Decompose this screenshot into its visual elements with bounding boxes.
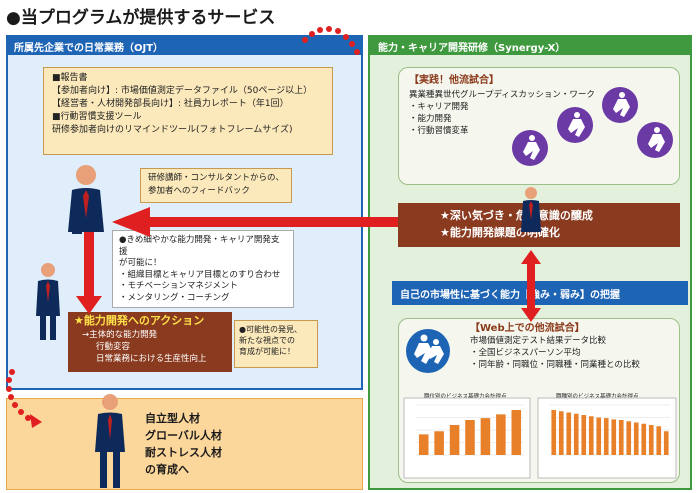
dotted-connector-bottom xyxy=(6,369,42,428)
synergy-panel-header: 能力・キャリア開発研修（Synergy-X） xyxy=(368,35,692,55)
practice-heading: 【実践！他流試合】 xyxy=(409,75,499,86)
outcome-line: グローバル人材 xyxy=(145,429,222,442)
report-line: 【経営者・人材開発部長向け】: 社員力レポート（年1回） xyxy=(52,99,289,109)
report-box: ■報告書 【参加者向け】: 市場価値測定データファイル（50ページ以上） 【経営… xyxy=(43,67,333,155)
chart-1-bar xyxy=(449,425,460,455)
report-line: 【参加者向け】: 市場価値測定データファイル（50ページ以上） xyxy=(52,86,313,96)
practice-line: ・キャリア開発 xyxy=(409,102,469,112)
feedback-line: 参加者へのフィードバック xyxy=(148,186,250,196)
outcome-line: 自立型人材 xyxy=(145,412,200,425)
chart-1-bar xyxy=(496,414,506,455)
chart-2-bar xyxy=(611,419,617,455)
chart-2-bar xyxy=(626,421,632,455)
chart-2-bar xyxy=(581,415,587,455)
support-line: が可能に！ xyxy=(119,258,162,268)
chart-2-bar xyxy=(656,426,662,455)
chart-2-title: 職種別のビジネス基礎力会計得点 xyxy=(556,394,639,400)
support-box: ●きめ細やかな能力開発・キャリア開発支援 が可能に！ ・組織目標とキャリア目標と… xyxy=(112,230,294,308)
chart-2-bar xyxy=(618,420,624,455)
chart-1-bar xyxy=(511,410,522,455)
chart-2-bar xyxy=(596,417,602,455)
page-title: ●当プログラムが提供するサービス xyxy=(6,8,276,28)
web-heading: 【Web上での他流試合】 xyxy=(470,323,585,334)
double-arrow xyxy=(521,250,541,322)
web-line: ・全国ビジネスパーソン平均 xyxy=(470,348,581,358)
report-line: ■報告書 xyxy=(52,73,88,83)
chart-2-bar xyxy=(603,418,609,455)
practice-line: ・能力開発 xyxy=(409,114,452,124)
feedback-line: 研修講師・コンサルタントからの、 xyxy=(148,173,285,183)
practice-box: 【実践！他流試合】 異業種異世代グループディスカッション・ワーク ・キャリア開発… xyxy=(398,67,680,185)
possibility-line: ●可能性の発見、 xyxy=(239,325,302,334)
chart-2-bar xyxy=(641,423,647,455)
ojt-panel-header: 所属先企業での日常業務（OJT） xyxy=(6,35,363,55)
chart-1-bar xyxy=(480,418,491,455)
talent-figure xyxy=(95,394,125,488)
market-box: 自己の市場性に基づく能力【強み・弱み】の把握 xyxy=(392,281,688,305)
dotted-connector-top xyxy=(302,26,360,55)
web-text: 【Web上での他流試合】 市場価値測定テスト結果データ比較 ・全国ビジネスパーソ… xyxy=(470,323,640,371)
feedback-arrow xyxy=(112,207,398,237)
action-line: →主体的な能力開発 xyxy=(82,330,158,340)
report-line: ■行動習慣支援ツール xyxy=(52,112,142,122)
chart-1-bar xyxy=(434,431,444,455)
participant-figure xyxy=(521,187,541,232)
outcome-text: 自立型人材 グローバル人材 耐ストレス人材 の育成へ xyxy=(145,410,222,478)
chart-2-bar xyxy=(573,413,579,455)
chart-2-bar xyxy=(648,425,654,455)
web-runner-icon xyxy=(406,329,450,373)
support-line: ・メンタリング・コーチング xyxy=(119,292,230,303)
employee-figure xyxy=(36,263,60,340)
feedback-box: 研修講師・コンサルタントからの、 参加者へのフィードバック xyxy=(140,168,292,203)
possibility-line: 新たな視点での xyxy=(239,336,295,345)
chart-2 xyxy=(550,404,670,456)
action-box: ★能力開発へのアクション →主体的な能力開発 行動変容 日常業務における生産性向… xyxy=(68,312,232,372)
practice-line: 異業種異世代グループディスカッション・ワーク xyxy=(409,90,595,100)
web-line: ・同年齢・同職位・同職種・同業種との比較 xyxy=(470,360,640,370)
action-line: 行動変容 xyxy=(96,342,131,352)
manager-figure xyxy=(68,165,104,234)
down-arrow xyxy=(76,232,102,314)
support-line: ・組織目標とキャリア目標とのすり合わせ xyxy=(119,269,281,280)
chart-1 xyxy=(416,404,524,456)
outcome-line: 耐ストレス人材 xyxy=(145,446,222,459)
chart-2-bar xyxy=(551,410,557,455)
chart-1-title: 職位別のビジネス基礎力会計得点 xyxy=(424,394,507,400)
chart-2-bar xyxy=(566,412,572,455)
practice-line: ・行動習慣変革 xyxy=(409,126,469,136)
support-line: ●きめ細やかな能力開発・キャリア開発支援 xyxy=(119,235,280,257)
action-line: 日常業務における生産性向上 xyxy=(96,354,207,364)
outcome-line: の育成へ xyxy=(145,463,189,476)
chart-2-bar xyxy=(588,416,594,455)
possibility-box: ●可能性の発見、 新たな視点での 育成が可能に！ xyxy=(234,320,318,368)
web-line: 市場価値測定テスト結果データ比較 xyxy=(470,336,607,346)
outcome-panel xyxy=(6,398,363,490)
chart-2-bar xyxy=(558,411,564,455)
chart-2-bar xyxy=(663,431,669,455)
support-line: ・モチベーションマネジメント xyxy=(119,281,238,291)
chart-1-bar xyxy=(418,434,429,455)
action-heading: ★能力開発へのアクション xyxy=(74,314,205,327)
awareness-line: ★深い気づき・危機意識の醸成 xyxy=(440,209,593,222)
possibility-line: 育成が可能に！ xyxy=(239,347,295,356)
report-line: 研修参加者向けのリマインドツール(フォトフレームサイズ) xyxy=(52,125,293,135)
chart-1-bar xyxy=(465,420,475,455)
chart-2-bar xyxy=(633,422,639,455)
runner-icons xyxy=(512,87,673,166)
